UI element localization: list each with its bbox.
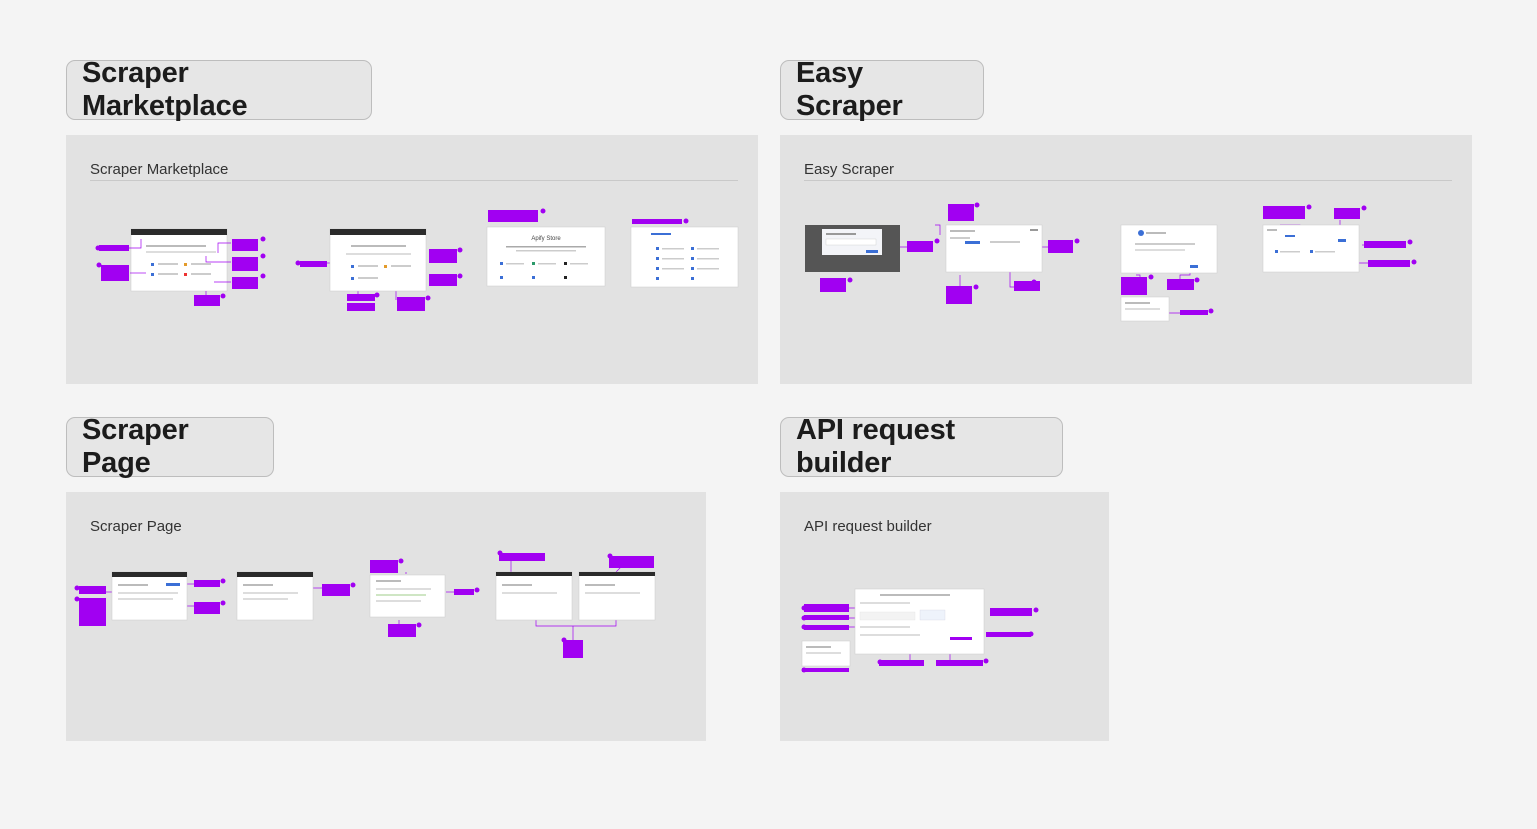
screen-thumbnail bbox=[111, 571, 188, 621]
flow-diagram-easy-scraper[interactable] bbox=[780, 135, 1472, 384]
frame-label: Easy Scraper bbox=[804, 161, 895, 178]
flow-diagram-marketplace[interactable]: Apify Store bbox=[66, 135, 758, 384]
screen-thumbnail bbox=[1262, 224, 1360, 273]
screen-thumbnail bbox=[801, 640, 851, 667]
store-title: Apify Store bbox=[531, 236, 561, 242]
screen-thumbnail bbox=[329, 228, 427, 292]
frame-scraper-page[interactable]: Scraper Page bbox=[66, 492, 706, 741]
section-title-scraper-marketplace[interactable]: Scraper Marketplace bbox=[66, 57, 372, 122]
screen-thumbnail bbox=[805, 225, 900, 272]
divider bbox=[90, 180, 738, 181]
flow-diagram-api-builder[interactable] bbox=[780, 492, 1109, 741]
section-title-easy-scraper[interactable]: Easy Scraper bbox=[780, 57, 984, 122]
section-title-api-request-builder[interactable]: API request builder bbox=[780, 414, 1063, 479]
screen-thumbnail bbox=[495, 571, 573, 621]
divider bbox=[804, 180, 1452, 181]
screen-thumbnail bbox=[1120, 296, 1170, 322]
flow-diagram-scraper-page[interactable] bbox=[66, 492, 706, 741]
frame-api-request-builder[interactable]: API request builder bbox=[780, 492, 1109, 741]
frame-label: API request builder bbox=[804, 518, 932, 535]
screen-thumbnail bbox=[369, 574, 446, 618]
frame-easy-scraper[interactable]: Easy Scraper bbox=[780, 135, 1472, 384]
screen-thumbnail: Apify Store bbox=[486, 226, 606, 287]
screen-thumbnail bbox=[945, 224, 1043, 273]
screen-thumbnail bbox=[578, 571, 656, 621]
frame-scraper-marketplace[interactable]: Scraper Marketplace bbox=[66, 135, 758, 384]
frame-label: Scraper Page bbox=[90, 518, 182, 535]
screen-thumbnail bbox=[236, 571, 314, 621]
screen-thumbnail bbox=[1120, 224, 1218, 274]
screen-thumbnail bbox=[630, 226, 739, 288]
section-title-scraper-page[interactable]: Scraper Page bbox=[66, 414, 274, 479]
screen-thumbnail bbox=[130, 228, 228, 292]
screen-thumbnail bbox=[854, 588, 985, 655]
frame-label: Scraper Marketplace bbox=[90, 161, 229, 178]
